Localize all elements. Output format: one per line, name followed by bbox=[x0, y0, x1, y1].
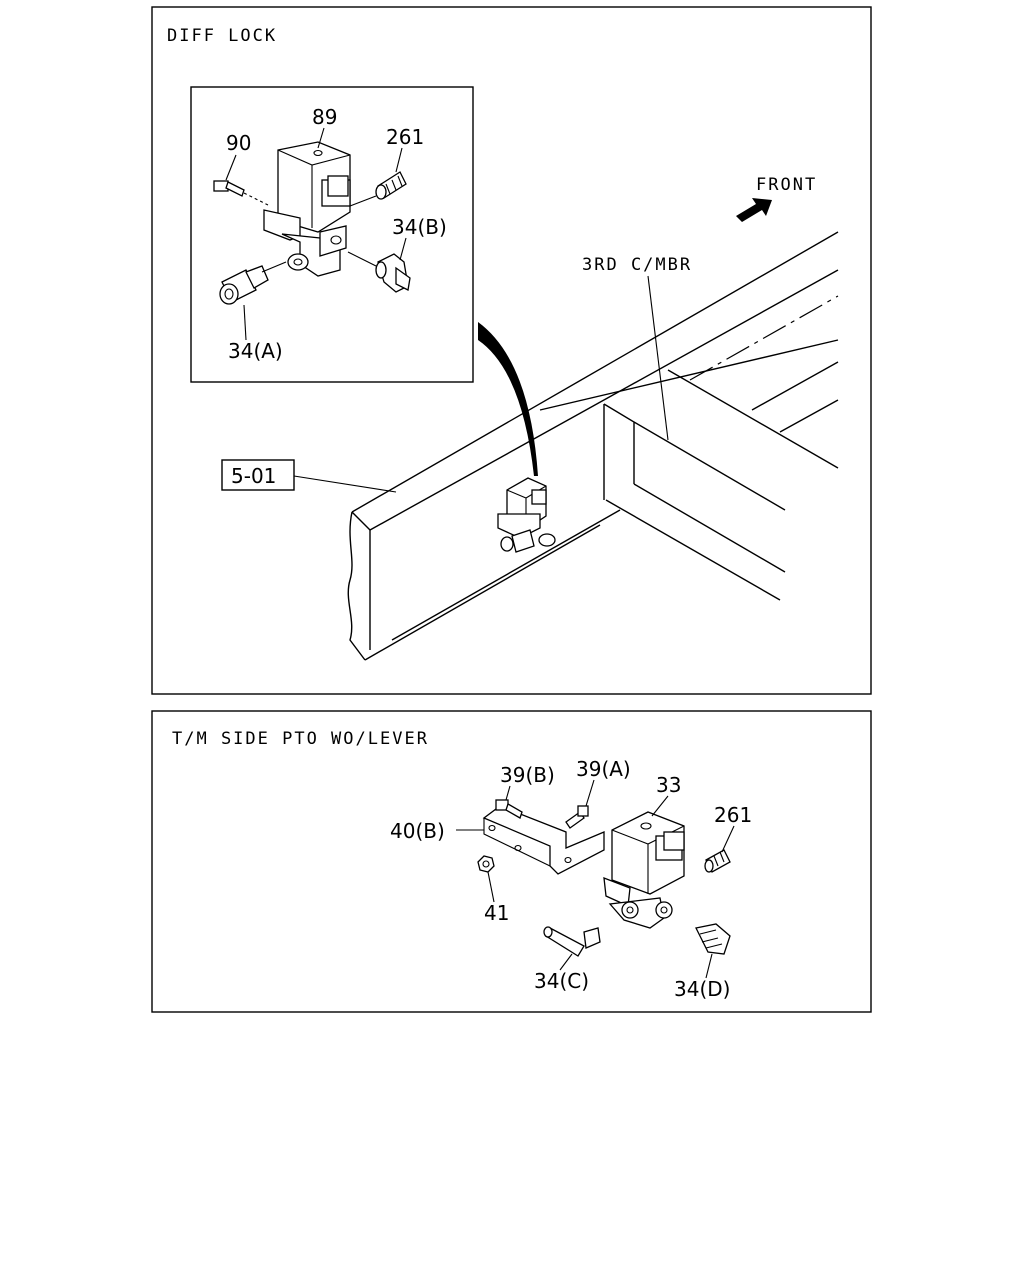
callout-41: 41 bbox=[484, 901, 509, 925]
leader-90 bbox=[225, 154, 237, 181]
leader-34a bbox=[243, 304, 247, 341]
pto-panel-border bbox=[151, 710, 872, 1013]
leader-34b bbox=[399, 237, 407, 261]
leader-41 bbox=[487, 871, 495, 903]
pto-title: T/M SIDE PTO WO/LEVER bbox=[172, 729, 429, 749]
leader-261 bbox=[395, 147, 403, 173]
leader-89 bbox=[317, 127, 325, 149]
leader-33 bbox=[651, 795, 669, 817]
callout-5-01: 5-01 bbox=[231, 464, 276, 488]
front-label: FRONT bbox=[756, 175, 817, 195]
callout-89: 89 bbox=[312, 105, 337, 129]
callout-90: 90 bbox=[226, 131, 251, 155]
callout-34b: 34(B) bbox=[392, 215, 447, 239]
bolt-39a bbox=[565, 805, 589, 829]
callout-40b: 40(B) bbox=[390, 819, 445, 843]
fitting-34a bbox=[219, 261, 287, 305]
nut-41 bbox=[477, 855, 495, 873]
diff-lock-panel-border bbox=[151, 6, 872, 695]
fitting-34d bbox=[695, 923, 731, 955]
fitting-261-pto bbox=[704, 849, 731, 873]
callout-34d: 34(D) bbox=[674, 977, 730, 1001]
ref-box-5-01 bbox=[221, 459, 295, 491]
bracket-40b bbox=[482, 805, 605, 875]
callout-34a: 34(A) bbox=[228, 339, 283, 363]
solenoid-valve-33 bbox=[603, 811, 685, 929]
leader-39b bbox=[505, 785, 511, 801]
diff-lock-title: DIFF LOCK bbox=[167, 26, 277, 46]
diff-lock-panel: DIFF LOCK bbox=[151, 6, 872, 695]
fitting-261 bbox=[349, 171, 407, 207]
leader-39a bbox=[585, 779, 595, 807]
callout-33: 33 bbox=[656, 773, 681, 797]
detail-pointer-arc bbox=[478, 322, 538, 476]
fitting-34c bbox=[543, 926, 601, 957]
pto-panel: T/M SIDE PTO WO/LEVER bbox=[151, 710, 872, 1013]
leader-crossmember bbox=[647, 275, 669, 441]
solenoid-valve-89 bbox=[263, 141, 351, 277]
valve-on-frame bbox=[497, 477, 556, 553]
leader-34c bbox=[559, 953, 573, 971]
frame-side-rail bbox=[347, 231, 839, 661]
callout-261: 261 bbox=[386, 125, 424, 149]
leader-5-01 bbox=[293, 475, 397, 493]
callout-39b: 39(B) bbox=[500, 763, 555, 787]
detail-inset-box bbox=[190, 86, 474, 383]
bolt-90 bbox=[213, 180, 269, 206]
crossmember-3rd bbox=[603, 295, 839, 601]
leader-261-pto bbox=[721, 825, 735, 853]
leader-34d bbox=[705, 953, 713, 979]
callout-39a: 39(A) bbox=[576, 757, 631, 781]
fitting-34b bbox=[347, 251, 411, 293]
front-arrow-icon bbox=[736, 198, 772, 222]
crossmember-label: 3RD C/MBR bbox=[582, 255, 692, 275]
callout-34c: 34(C) bbox=[534, 969, 589, 993]
bolt-39b bbox=[495, 799, 523, 819]
callout-261-pto: 261 bbox=[714, 803, 752, 827]
